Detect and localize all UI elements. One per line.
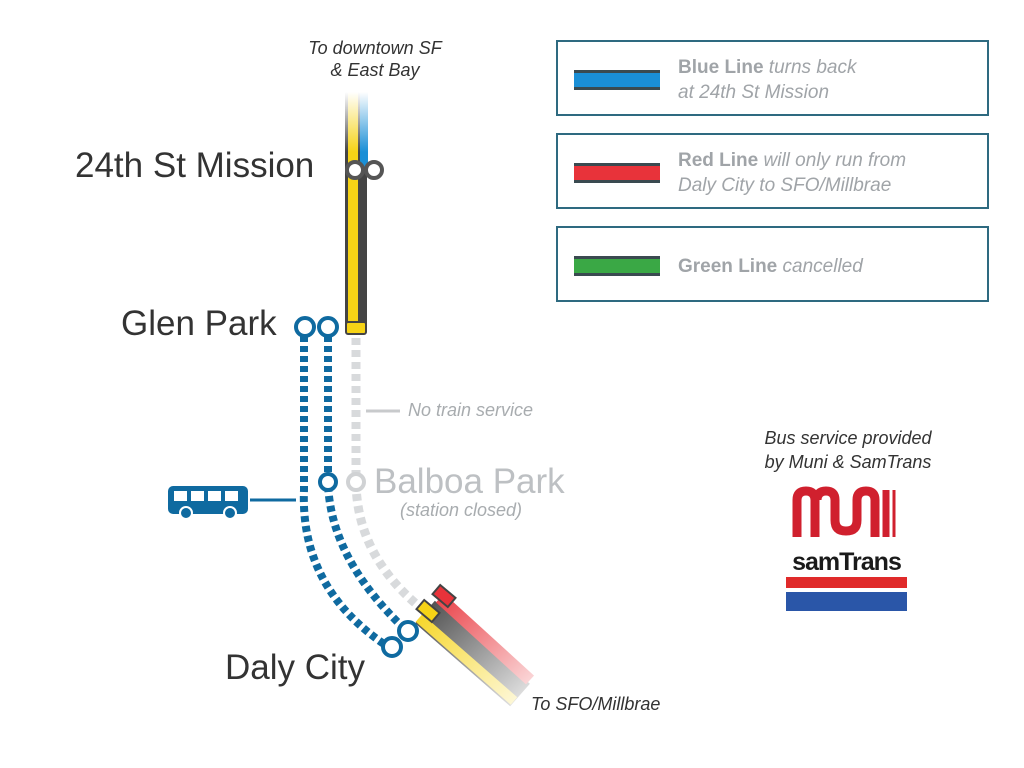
blue-line-desc-1: turns back xyxy=(768,57,857,78)
green-line-desc-1: cancelled xyxy=(782,256,863,277)
station-label-daly-city: Daly City xyxy=(225,648,366,687)
red-line-swatch xyxy=(574,163,660,183)
green-line-description: Green Line cancelled xyxy=(678,254,863,279)
station-balboa-closed[interactable] xyxy=(346,472,366,492)
no-train-service-note: No train service xyxy=(408,400,534,420)
muni-logo xyxy=(792,486,900,537)
bus-service-line2: by Muni & SamTrans xyxy=(764,452,932,472)
daly-city-terminal-yellow xyxy=(415,598,441,624)
blue-line-description: Blue Line turns back at 24th St Mission xyxy=(678,55,856,105)
samtrans-red-stripe xyxy=(786,577,907,588)
red-line-name: Red Line xyxy=(678,150,759,171)
bus-route-left xyxy=(299,336,393,652)
green-line-swatch xyxy=(574,256,660,276)
red-line-desc-2: Daly City to SFO/Millbrae xyxy=(678,175,892,196)
blue-line-desc-2: at 24th St Mission xyxy=(678,82,830,103)
station-label-balboa-park: Balboa Park xyxy=(374,462,565,501)
station-label-24th-st-mission: 24th St Mission xyxy=(75,146,315,185)
north-trunk xyxy=(344,92,374,335)
north-destination-line1: To downtown SF xyxy=(308,38,442,58)
daly-city-terminal-red xyxy=(431,583,457,609)
bus-service-line1: Bus service provided xyxy=(764,428,932,448)
station-glen-park[interactable] xyxy=(294,316,339,338)
green-line-name: Green Line xyxy=(678,256,778,277)
south-trunk xyxy=(398,581,562,734)
station-label-glen-park: Glen Park xyxy=(121,304,277,343)
station-daly-city[interactable] xyxy=(381,620,419,658)
south-destination: To SFO/Millbrae xyxy=(531,694,661,714)
north-destination-line2: & East Bay xyxy=(330,60,420,80)
blue-line-name: Blue Line xyxy=(678,57,764,78)
legend-green-line: Green Line cancelled xyxy=(556,226,989,302)
station-24th-st-mission[interactable] xyxy=(345,160,384,180)
legend-blue-line: Blue Line turns back at 24th St Mission xyxy=(556,40,989,116)
station-balboa-bus[interactable] xyxy=(318,472,338,492)
red-line-desc-1: will only run from xyxy=(763,150,907,171)
samtrans-wordmark: samTrans xyxy=(792,548,902,576)
blue-line-swatch xyxy=(574,70,660,90)
samtrans-blue-stripe xyxy=(786,592,907,611)
bus-icon xyxy=(168,486,248,520)
north-destination: To downtown SF & East Bay xyxy=(290,37,460,81)
red-line-description: Red Line will only run from Daly City to… xyxy=(678,148,906,198)
bus-service-note: Bus service provided by Muni & SamTrans xyxy=(738,426,958,474)
station-status-balboa-park: (station closed) xyxy=(400,500,523,520)
legend-red-line: Red Line will only run from Daly City to… xyxy=(556,133,989,209)
